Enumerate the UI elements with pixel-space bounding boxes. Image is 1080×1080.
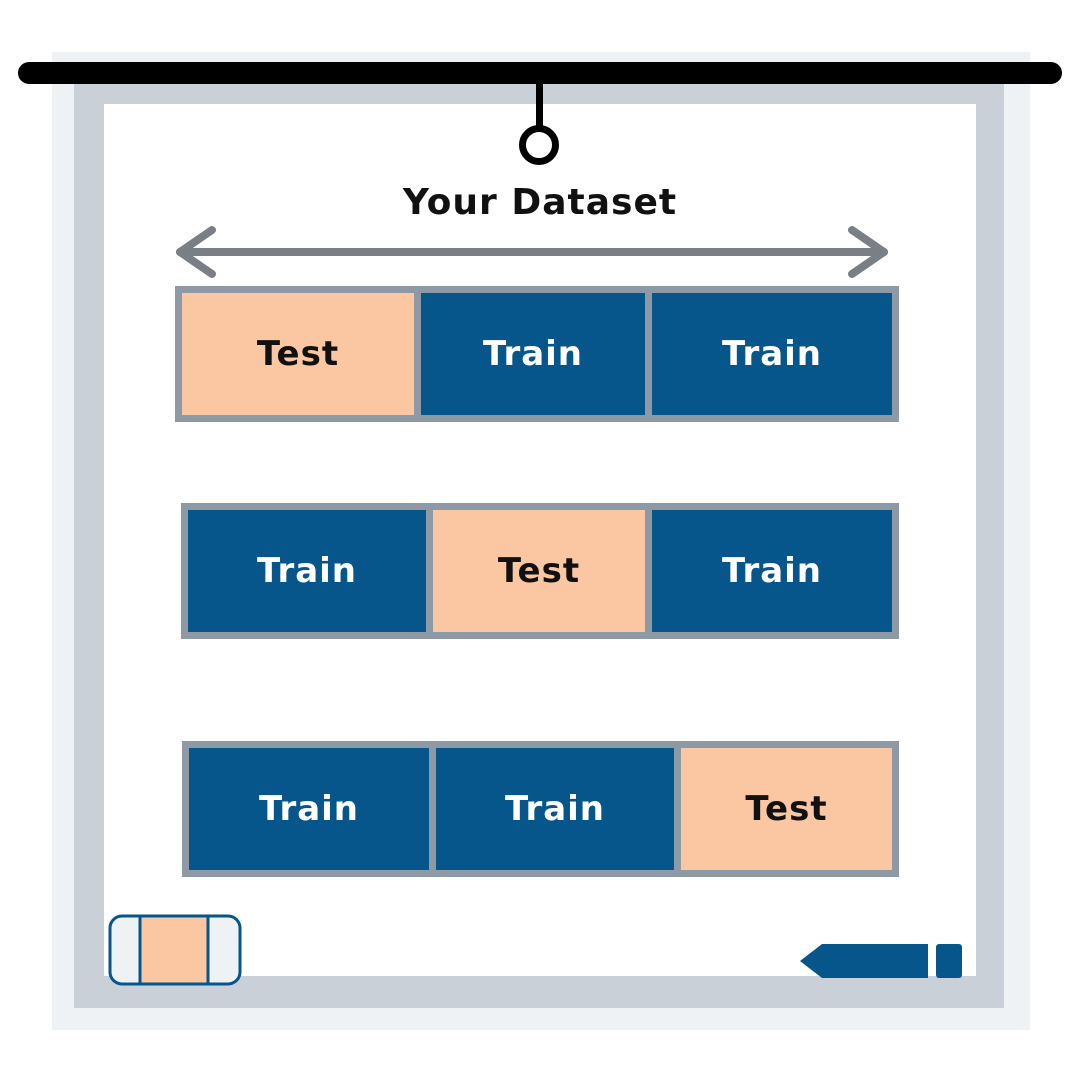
train-segment: Train — [421, 293, 645, 415]
fold-row-1: Test Train Train — [175, 286, 899, 422]
dataset-title: Your Dataset — [402, 182, 678, 223]
fold-row-3: Train Train Test — [182, 741, 899, 877]
test-segment: Test — [182, 293, 414, 415]
marker-icon — [800, 944, 962, 978]
train-segment: Train — [436, 748, 674, 870]
train-segment: Train — [652, 293, 892, 415]
fold-row-2: Train Test Train — [181, 503, 899, 639]
segment-label: Train — [721, 551, 823, 591]
segment-label: Test — [745, 789, 828, 829]
hanger-rod — [18, 62, 1062, 84]
segment-label: Test — [497, 551, 581, 591]
segment-label: Train — [258, 789, 360, 829]
segment-label: Train — [721, 334, 823, 374]
train-segment: Train — [652, 510, 892, 632]
train-segment: Train — [189, 748, 429, 870]
segment-label: Train — [504, 789, 606, 829]
test-segment: Test — [433, 510, 645, 632]
double-headed-arrow-icon — [176, 226, 888, 278]
test-segment: Test — [681, 748, 892, 870]
segment-label: Train — [482, 334, 584, 374]
eraser-icon — [108, 914, 242, 986]
train-segment: Train — [188, 510, 426, 632]
segment-label: Train — [256, 551, 358, 591]
hanger-string — [536, 84, 543, 130]
segment-label: Test — [256, 334, 340, 374]
hanger-ring-icon — [519, 125, 559, 165]
